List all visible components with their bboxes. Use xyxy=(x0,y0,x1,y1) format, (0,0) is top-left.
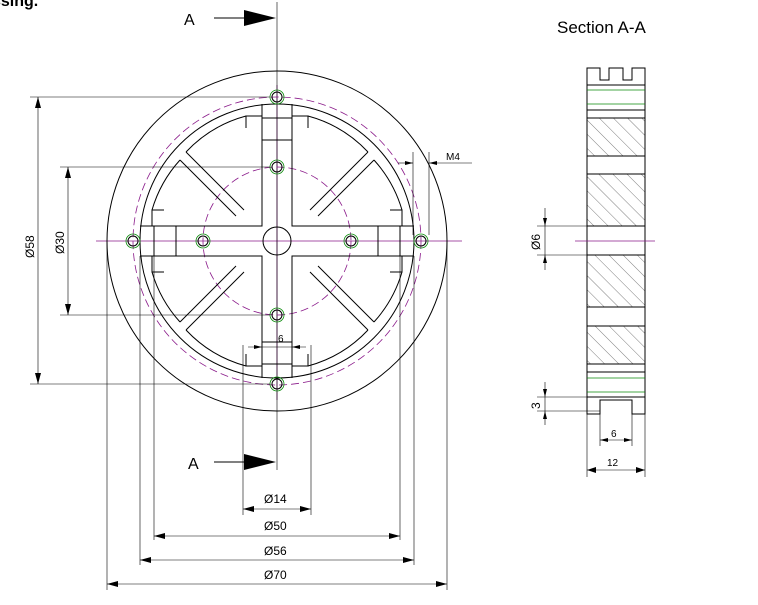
section-hatch-lower xyxy=(587,255,645,307)
dim-70-label: Ø70 xyxy=(264,568,287,582)
dim-6-front: 6 xyxy=(248,334,306,360)
section-outline xyxy=(586,67,646,415)
dim-3: 3 xyxy=(529,382,600,425)
outer-bolt-holes xyxy=(125,89,429,392)
bolt-circle-58 xyxy=(132,96,422,386)
dim-58-label: Ø58 xyxy=(23,235,37,258)
section-hatch-top xyxy=(587,118,645,156)
dim-30: Ø30 xyxy=(53,166,270,316)
bolt-circle-30 xyxy=(202,166,352,316)
rim-slots xyxy=(140,104,414,378)
dim-58: Ø58 xyxy=(23,96,270,385)
dim-50: Ø50 xyxy=(154,519,400,539)
extension-lines xyxy=(106,241,448,590)
section-letter-top: A xyxy=(184,12,195,29)
section-view: Section A-A xyxy=(529,18,655,477)
dim-56: Ø56 xyxy=(140,544,414,563)
dim-30-label: Ø30 xyxy=(53,231,67,254)
dim-14-label: Ø14 xyxy=(264,492,287,506)
dim-12-label: 12 xyxy=(607,458,619,469)
dim-d6: Ø6 xyxy=(529,208,587,270)
dim-6-section-label: 6 xyxy=(611,429,617,440)
dim-m4-label: M4 xyxy=(446,152,460,163)
dim-14: Ø14 xyxy=(243,492,311,512)
dim-6-front-label: 6 xyxy=(278,334,284,345)
section-hatch-bottom xyxy=(587,326,645,364)
dim-56-label: Ø56 xyxy=(264,544,287,558)
section-hatch-upper xyxy=(587,174,645,226)
section-title: Section A-A xyxy=(557,18,646,37)
spoke-openings xyxy=(151,115,403,367)
dim-3-label: 3 xyxy=(529,402,543,409)
front-view: A A Ø58 Ø30 xyxy=(23,2,472,590)
section-letter-bottom: A xyxy=(188,456,199,473)
center-bore xyxy=(262,226,292,256)
dim-6-section: 6 xyxy=(599,414,633,446)
dim-d6-label: Ø6 xyxy=(529,234,543,250)
section-arrow-bottom: A xyxy=(188,454,276,473)
dim-70: Ø70 xyxy=(107,568,447,587)
header-fragment: ssing. xyxy=(0,0,38,10)
section-arrow-top: A xyxy=(184,10,276,29)
dim-m4: M4 xyxy=(398,152,472,235)
dim-50-label: Ø50 xyxy=(264,519,287,533)
dim-12: 12 xyxy=(586,414,646,477)
